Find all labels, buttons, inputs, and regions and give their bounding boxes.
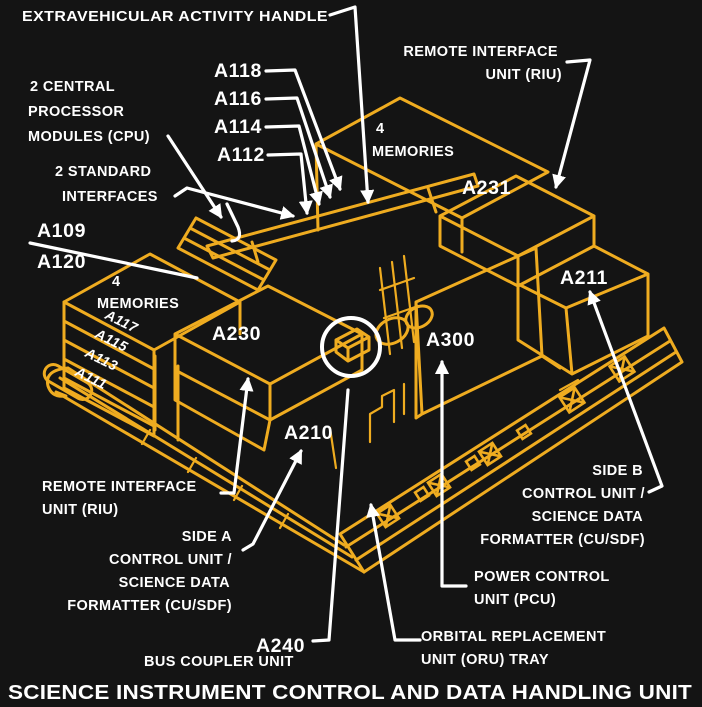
label-memories-left: MEMORIES [97,296,179,312]
label-cpu-line3: MODULES (CPU) [28,129,150,145]
label-a240: A240 [256,635,305,657]
label-a109: A109 [37,220,86,242]
leader-std-interfaces [173,186,296,220]
leader-a116 [264,96,333,200]
leader-cpu [166,134,223,219]
leader-pcu [434,359,468,588]
cpu-j-hook [225,202,242,243]
label-riu-bottom-line2: UNIT (RIU) [42,502,119,518]
label-side-b-line4: FORMATTER (CU/SDF) [480,532,645,548]
label-oru-line1: ORBITAL REPLACEMENT [421,629,606,645]
label-side-a-line4: FORMATTER (CU/SDF) [67,598,232,614]
label-a112: A112 [217,144,265,166]
label-memories-right-count: 4 [376,121,384,137]
tray-left-hatch [140,428,290,530]
memory-stack-drawing [42,252,242,442]
handle-ladder-bracket [378,254,420,356]
leader-a240 [311,388,350,643]
label-a211: A211 [560,267,608,289]
label-std-line2: INTERFACES [62,189,158,205]
label-a210: A210 [284,422,333,444]
eva-handle-bar [205,172,480,264]
coupler-cylinder-2 [404,304,434,330]
leader-riu-bottom [219,376,254,495]
connector-square [375,503,401,529]
oru-tray-drawing [45,326,684,574]
leader-a118 [264,68,343,191]
label-a116: A116 [214,88,262,110]
coupler-highlight-circle [320,316,382,378]
label-riu-top-line1: REMOTE INTERFACE [403,44,558,60]
label-side-a-line2: CONTROL UNIT / [109,552,232,568]
leader-a112 [266,152,313,216]
label-eva-handle: EXTRAVEHICULAR ACTIVITY HANDLE [22,9,328,25]
label-bus-coupler: BUS COUPLER UNIT [144,654,294,670]
label-side-b-line1: SIDE B [592,463,643,479]
label-side-b-line3: SCIENCE DATA [532,509,644,525]
label-memories-left-count: 4 [112,274,120,290]
connector-square [477,441,503,467]
label-memories-right: MEMORIES [372,144,454,160]
connector-square [515,423,533,441]
tray-mid-structure [328,378,580,470]
leader-a109-a120 [28,241,199,280]
label-pcu-line1: POWER CONTROL [474,569,610,585]
label-a120: A120 [37,251,86,273]
label-side-a-line3: SCIENCE DATA [119,575,231,591]
label-side-b-line2: CONTROL UNIT / [522,486,645,502]
tray-bus-connectors [375,354,637,529]
label-a300: A300 [426,329,475,351]
leader-side-b [587,290,664,494]
label-riu-top-line2: UNIT (RIU) [486,67,563,83]
leader-oru-tray [366,502,422,642]
label-a231: A231 [462,177,511,199]
leader-side-a [241,449,303,552]
label-oru-line2: UNIT (ORU) TRAY [421,652,549,668]
a211-box [516,244,650,376]
connector-square [557,385,587,415]
label-pcu-line2: UNIT (PCU) [474,592,556,608]
diagram-title: SCIENCE INSTRUMENT CONTROL AND DATA HAND… [8,682,692,704]
leader-riu-top [552,58,592,190]
memories-box-top-face [314,96,550,254]
connector-square [464,454,482,472]
label-cpu-line2: PROCESSOR [28,104,124,120]
stack-eva-grip [42,363,94,401]
label-side-a-line1: SIDE A [182,529,232,545]
leader-eva-handle [328,5,375,205]
label-cpu-line1: 2 CENTRAL [30,79,115,95]
label-a230: A230 [212,323,261,345]
tray-left-rail [45,366,366,574]
label-a114: A114 [214,116,262,138]
label-a118: A118 [214,60,262,82]
coupler-connector [334,327,371,363]
bus-coupler-drawing [320,304,434,378]
connector-square [413,485,431,503]
label-std-line1: 2 STANDARD [55,164,151,180]
leader-a114 [264,124,323,207]
label-riu-bottom-line1: REMOTE INTERFACE [42,479,197,495]
